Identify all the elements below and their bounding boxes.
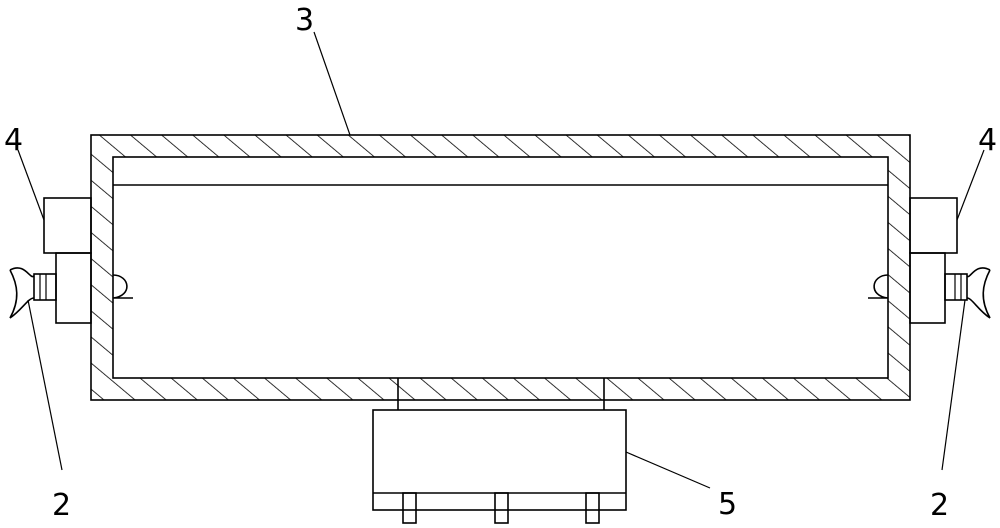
label-4-right: 4 — [978, 123, 997, 158]
label-3: 3 — [295, 3, 314, 38]
label-5: 5 — [718, 487, 737, 522]
hatched-box-wall — [91, 135, 910, 400]
leader-lines — [18, 32, 984, 488]
right-inner-hook — [868, 275, 888, 298]
label-2-right: 2 — [930, 488, 949, 523]
left-mount-block — [10, 198, 91, 323]
right-mount-block — [910, 198, 990, 323]
label-2-left: 2 — [52, 488, 71, 523]
label-4-left: 4 — [4, 123, 23, 158]
left-inner-hook — [113, 275, 133, 298]
